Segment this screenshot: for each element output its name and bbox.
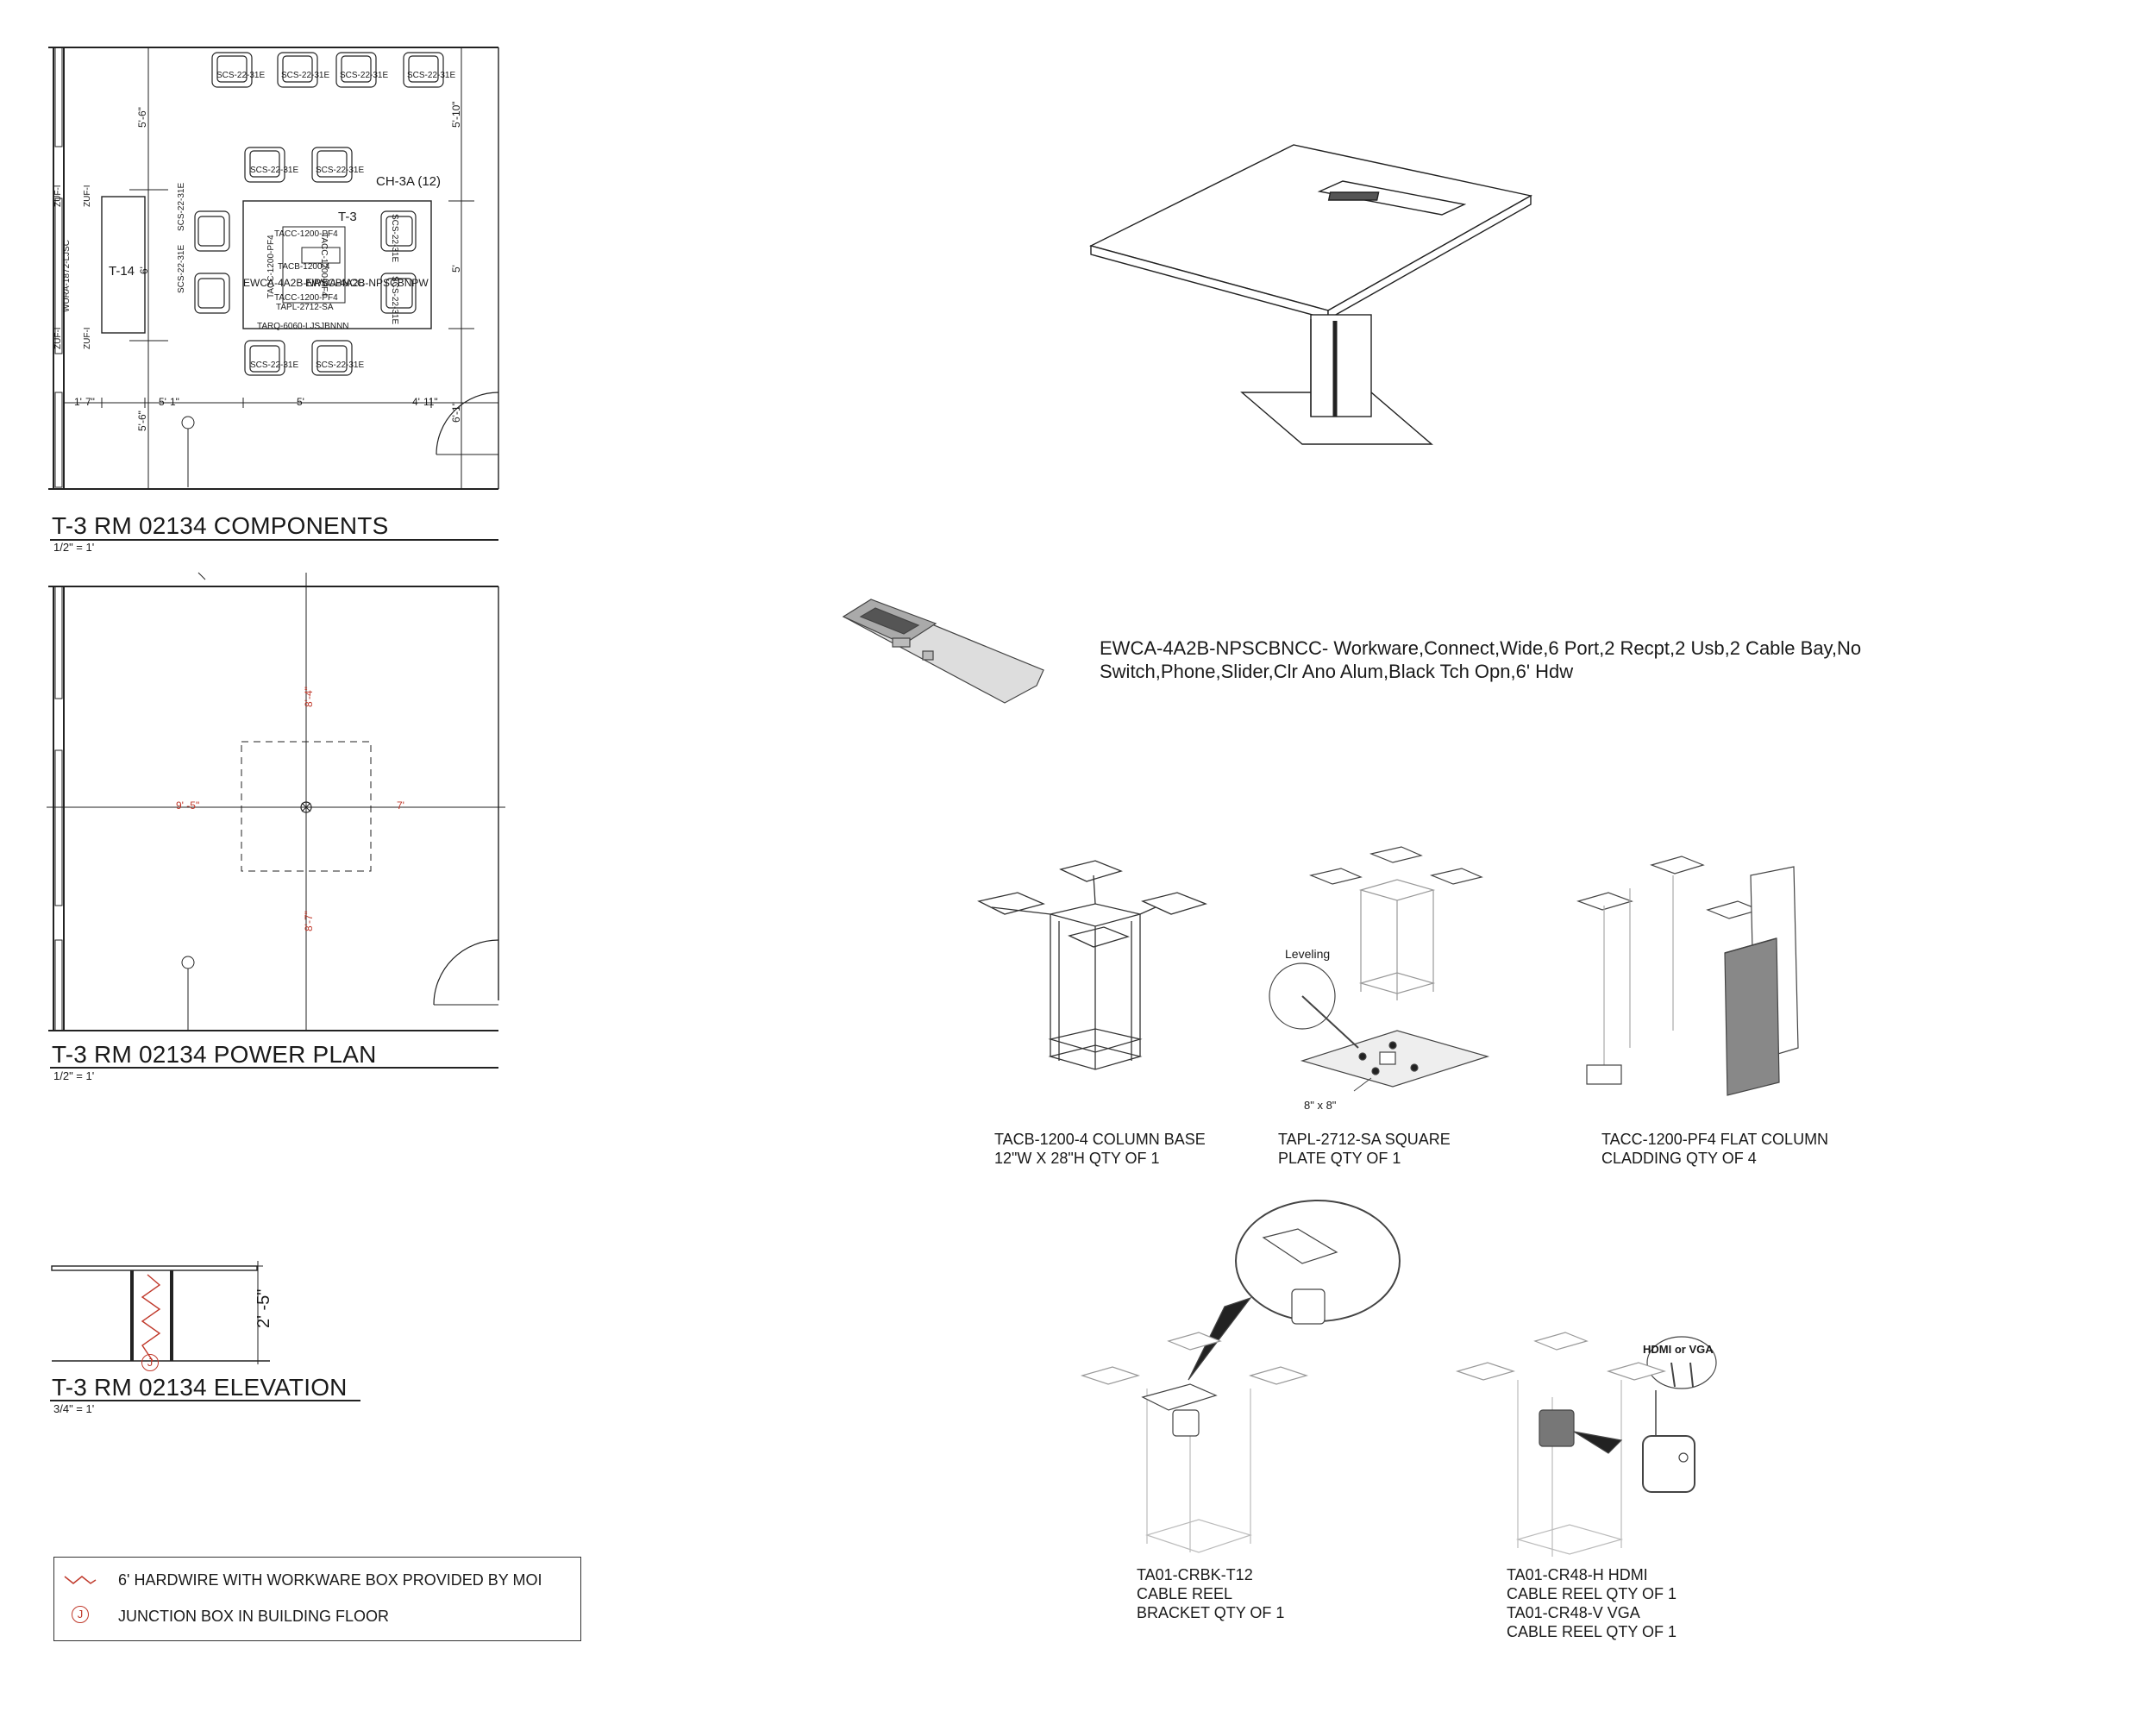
dimension-label: 4'-11": [412, 396, 438, 408]
junction-box-icon: J: [72, 1606, 89, 1623]
zuf-label: ZUF-I: [83, 185, 92, 207]
elevation-drawing: [51, 1261, 270, 1364]
chair-count-label: CH-3A (12): [376, 174, 442, 189]
power-plan-title: T-3 RM 02134 POWER PLAN: [52, 1041, 377, 1068]
table-label: T-3: [338, 210, 357, 224]
square-plate-caption: TAPL-2712-SA SQUARE PLATE QTY OF 1: [1278, 1131, 1451, 1167]
dimension-label: 6'-1": [450, 402, 462, 423]
workware-description-line2: Switch,Phone,Slider,Clr Ano Alum,Black T…: [1100, 661, 1574, 682]
elevation-scale: 3/4" = 1': [53, 1402, 95, 1415]
chair-label: SCS-22-31E: [316, 360, 365, 370]
table-part-label: TARQ-6060-LJSJBNNN: [257, 322, 349, 331]
chair-label: SCS-22-31E: [216, 71, 266, 80]
legend-text: 6' HARDWIRE WITH WORKWARE BOX PROVIDED B…: [118, 1571, 542, 1589]
bracket-caption: TA01-CRBK-T12 CABLE REEL BRACKET QTY OF …: [1137, 1566, 1285, 1621]
legend-row-hardwire: 6' HARDWIRE WITH WORKWARE BOX PROVIDED B…: [54, 1566, 580, 1595]
chair-label-rotated: SCS-22-31E: [177, 244, 186, 293]
zuf-label: ZUF-I: [53, 185, 63, 207]
dimension-label: 1'-7": [74, 396, 95, 408]
bracket-drawing: [1080, 1200, 1401, 1553]
dimension-label: 6': [138, 266, 150, 274]
hardwire-zigzag-icon: [64, 1576, 97, 1584]
table-part-label: EWCA-4A2B-NPSCBNPW: [305, 277, 429, 289]
table-part-label: TAPL-2712-SA: [276, 303, 334, 312]
leveling-label: Leveling: [1285, 947, 1331, 961]
dimension-label: 5': [297, 396, 304, 408]
zuf-label: ZUF-I: [83, 327, 92, 349]
dimension-label: 7': [397, 799, 404, 812]
dimension-label: 9' -5": [176, 799, 200, 812]
chair-label: SCS-22-31E: [340, 71, 389, 80]
side-table-label: T-14: [109, 264, 135, 279]
dimension-label: 5'-1": [159, 396, 179, 408]
table-isometric: [1089, 144, 1532, 445]
title-underline: [50, 1400, 360, 1401]
dimension-label: 5': [450, 265, 462, 273]
column-base-drawing: [977, 860, 1207, 1070]
chair-label: SCS-22-31E: [250, 166, 299, 175]
chair-label: SCS-22-31E: [281, 71, 330, 80]
workware-description-line1: EWCA-4A2B-NPSCBNCC- Workware,Connect,Wid…: [1100, 637, 1862, 659]
table-part-label-rotated: TACC-1200-PF4: [266, 235, 276, 298]
cladding-caption: TACC-1200-PF4 FLAT COLUMN CLADDING QTY O…: [1601, 1131, 1829, 1167]
column-base-caption: TACB-1200-4 COLUMN BASE 12"W X 28"H QTY …: [994, 1131, 1206, 1167]
components-floor-plan: [48, 47, 499, 490]
components-title: T-3 RM 02134 COMPONENTS: [52, 512, 389, 539]
plate-size-label: 8" x 8": [1304, 1099, 1337, 1112]
power-plan: [47, 572, 505, 1031]
chair-label: SCS-22-31E: [407, 71, 456, 80]
cable-reel-drawing: [1455, 1332, 1717, 1557]
elevation-title: T-3 RM 02134 ELEVATION: [52, 1374, 348, 1401]
cable-reel-caption: TA01-CR48-H HDMI CABLE REEL QTY OF 1 TA0…: [1507, 1566, 1677, 1640]
power-plan-scale: 1/2" = 1': [53, 1069, 95, 1082]
junction-letter: J: [147, 1356, 154, 1369]
hdmi-vga-label: HDMI or VGA: [1643, 1343, 1714, 1356]
cladding-drawing: [1576, 856, 1799, 1096]
junction-symbol: J: [141, 1354, 159, 1371]
legend-row-junction: J JUNCTION BOX IN BUILDING FLOOR: [54, 1602, 580, 1632]
components-scale: 1/2" = 1': [53, 541, 95, 554]
dimension-label: 5'-6": [136, 411, 148, 431]
title-underline: [50, 539, 498, 541]
title-underline: [50, 1067, 498, 1069]
chair-label: SCS-22-31E: [250, 360, 299, 370]
legend-text: JUNCTION BOX IN BUILDING FLOOR: [118, 1608, 390, 1625]
legend: 6' HARDWIRE WITH WORKWARE BOX PROVIDED B…: [53, 1557, 581, 1641]
workware-unit: [842, 599, 1044, 704]
table-part-label: TACC-1200-PF4: [274, 293, 338, 303]
table-part-label: TACC-1200-PF4: [274, 229, 338, 239]
table-part-label: TACB-1200-4: [278, 262, 330, 272]
chair-label-rotated: SCS-22-31E: [390, 214, 399, 263]
elevation-height: 2' -5": [254, 1288, 273, 1328]
dimension-label: 5'-6": [136, 107, 148, 128]
chair-label-rotated: SCS-22-31E: [177, 182, 186, 231]
dimension-label: 5'-10": [450, 101, 462, 128]
square-plate-drawing: [1269, 846, 1490, 1092]
dimension-label: 8'-4": [303, 686, 315, 707]
dimension-label: 8'-7": [303, 911, 315, 931]
table-part-label: EWCA-4A2B-NPSCBNCC: [243, 277, 365, 289]
zuf-label: ZUF-I: [53, 327, 63, 349]
junction-letter: J: [77, 1608, 84, 1621]
chair-label: SCS-22-31E: [316, 166, 365, 175]
wall-panel-label: WURA-1872-LJSC: [62, 240, 72, 312]
